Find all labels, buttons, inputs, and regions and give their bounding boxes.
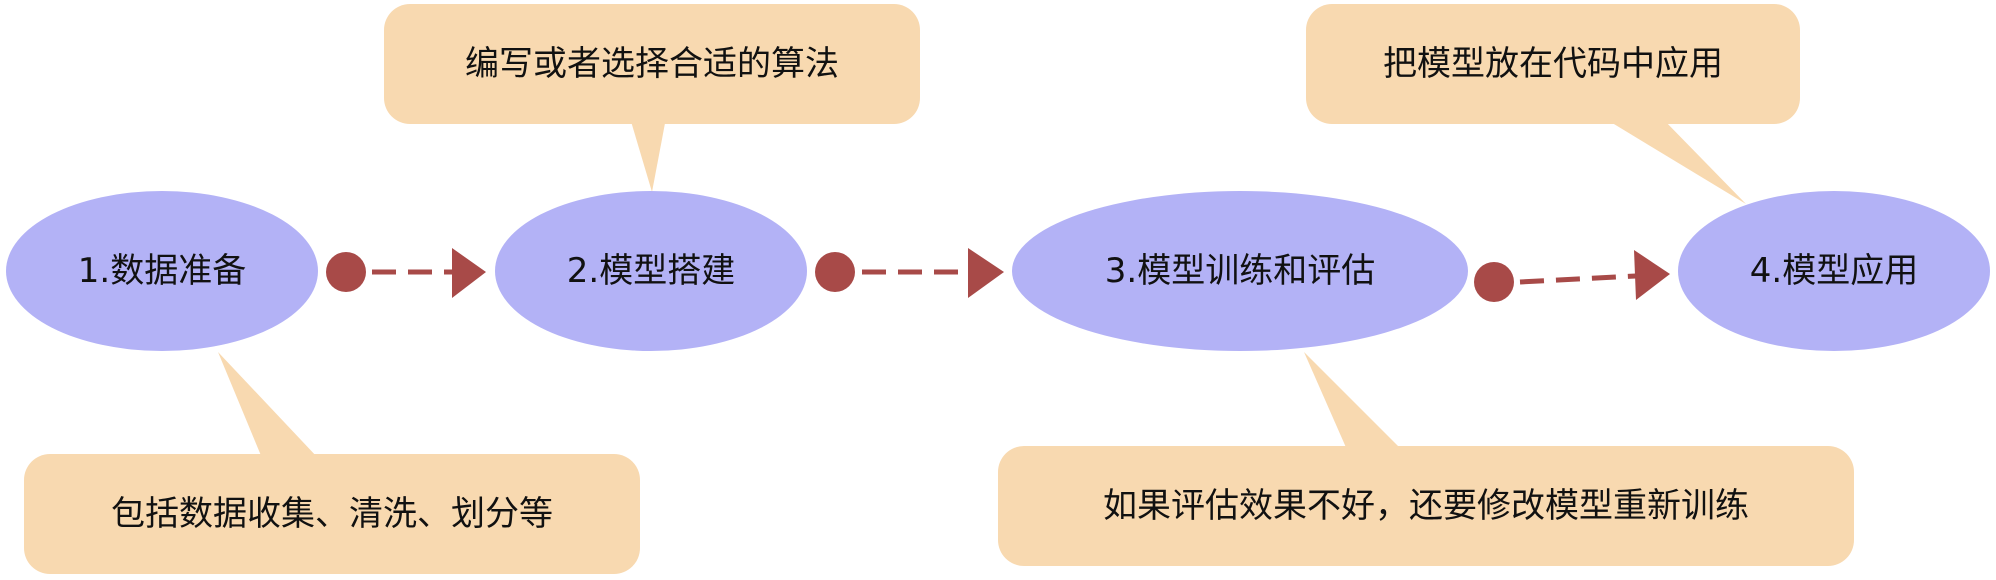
connector-start-dot: [815, 252, 855, 292]
note-text: 把模型放在代码中应用: [1383, 44, 1723, 84]
stage-model-apply: 4.模型应用: [1678, 191, 1990, 351]
note-box: [384, 4, 920, 124]
note-model-build: 编写或者选择合适的算法: [384, 4, 920, 192]
stage-train-eval: 3.模型训练和评估: [1012, 191, 1468, 351]
stage-label: 4.模型应用: [1750, 251, 1918, 291]
stage-ellipse: [1012, 191, 1468, 351]
note-data-prep: 包括数据收集、清洗、划分等: [24, 352, 640, 574]
arrowhead-icon: [968, 248, 1004, 298]
note-text: 编写或者选择合适的算法: [465, 44, 839, 84]
stage-model-build: 2.模型搭建: [495, 191, 807, 351]
note-pointer: [218, 352, 318, 458]
connector-3-to-4: [1474, 250, 1670, 302]
note-train-eval: 如果评估效果不好，还要修改模型重新训练: [998, 352, 1854, 566]
note-model-apply: 把模型放在代码中应用: [1306, 4, 1800, 204]
arrowhead-icon: [1634, 250, 1670, 300]
stage-label: 2.模型搭建: [567, 251, 735, 291]
note-text: 包括数据收集、清洗、划分等: [111, 494, 553, 534]
connector-2-to-3: [815, 248, 1004, 298]
note-box: [998, 446, 1854, 566]
connector-1-to-2: [326, 248, 486, 298]
stage-ellipse: [495, 191, 807, 351]
note-box: [24, 454, 640, 574]
note-pointer: [1304, 352, 1404, 452]
stage-ellipse: [6, 191, 318, 351]
stage-label: 3.模型训练和评估: [1105, 251, 1375, 291]
connector-dashed-line: [1519, 273, 1637, 285]
stage-ellipse: [1678, 191, 1990, 351]
note-pointer: [1604, 118, 1746, 204]
connector-start-dot: [326, 252, 366, 292]
note-text: 如果评估效果不好，还要修改模型重新训练: [1103, 486, 1749, 526]
stage-data-prep: 1.数据准备: [6, 191, 318, 351]
stage-label: 1.数据准备: [78, 251, 246, 291]
note-pointer: [630, 118, 666, 192]
connector-start-dot: [1474, 262, 1514, 302]
note-box: [1306, 4, 1800, 124]
arrowhead-icon: [452, 248, 486, 298]
